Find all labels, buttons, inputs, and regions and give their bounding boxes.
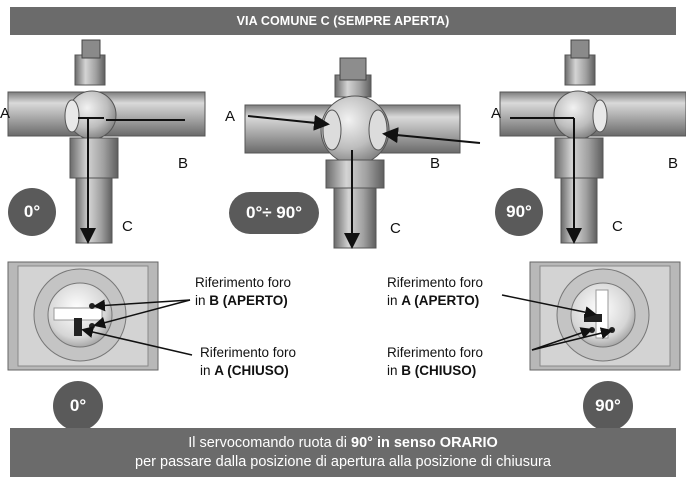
- valve-middle: [244, 57, 481, 249]
- valve-right: [499, 39, 686, 244]
- header-title: VIA COMUNE C (SEMPRE APERTA): [236, 14, 450, 28]
- reference-line: Riferimento foro: [387, 275, 484, 290]
- reference-prefix: in: [387, 363, 402, 378]
- reference-port: A: [401, 293, 411, 308]
- port-b-middle: B: [430, 155, 441, 172]
- reference-prefix: in: [200, 363, 215, 378]
- reference-state: (APERTO): [219, 293, 288, 308]
- reference-state: (APERTO): [410, 293, 480, 308]
- valve-left: [7, 39, 206, 244]
- footer-banner: Il servocomando ruota di 90° in senso OR…: [10, 428, 676, 477]
- reference-line: Riferimento foro: [387, 345, 484, 360]
- port-b-left: B: [178, 155, 189, 172]
- reference-right-open: Riferimento foro in A (APERTO): [387, 274, 483, 310]
- reference-state: (CHIUSO): [223, 363, 289, 378]
- dial-right: [501, 261, 681, 371]
- port-a-left: A: [0, 105, 11, 122]
- reference-right-closed: Riferimento foro in B (CHIUSO): [387, 344, 483, 380]
- port-b-right: B: [668, 155, 679, 172]
- port-c-middle: C: [390, 220, 401, 237]
- reference-left-open: Riferimento foro in B (APERTO): [195, 274, 291, 310]
- port-a-middle: A: [225, 108, 236, 125]
- reference-prefix: in: [387, 293, 402, 308]
- angle-badge-bottom-right: 90°: [583, 381, 633, 431]
- reference-state: (CHIUSO): [411, 363, 477, 378]
- reference-prefix: in: [195, 293, 210, 308]
- port-c-right: C: [612, 218, 623, 235]
- dial-left: [7, 261, 193, 371]
- reference-port: B: [209, 293, 220, 308]
- reference-line: Riferimento foro: [200, 345, 297, 360]
- header-banner: VIA COMUNE C (SEMPRE APERTA): [10, 7, 676, 35]
- reference-left-closed: Riferimento foro in A (CHIUSO): [200, 344, 296, 380]
- port-c-left: C: [122, 218, 133, 235]
- angle-badge-bottom-left: 0°: [53, 381, 103, 431]
- footer-line2: per passare dalla posizione di apertura …: [135, 453, 551, 470]
- angle-badge-middle: 0°÷ 90°: [229, 192, 319, 234]
- reference-line: Riferimento foro: [195, 275, 292, 290]
- reference-port: A: [214, 363, 224, 378]
- port-a-right: A: [491, 105, 502, 122]
- reference-port: B: [401, 363, 412, 378]
- footer-line1-pre: Il servocomando ruota di: [188, 434, 351, 451]
- footer-line1-bold: 90° in senso ORARIO: [351, 434, 498, 451]
- angle-badge-right: 90°: [495, 188, 543, 236]
- angle-badge-left: 0°: [8, 188, 56, 236]
